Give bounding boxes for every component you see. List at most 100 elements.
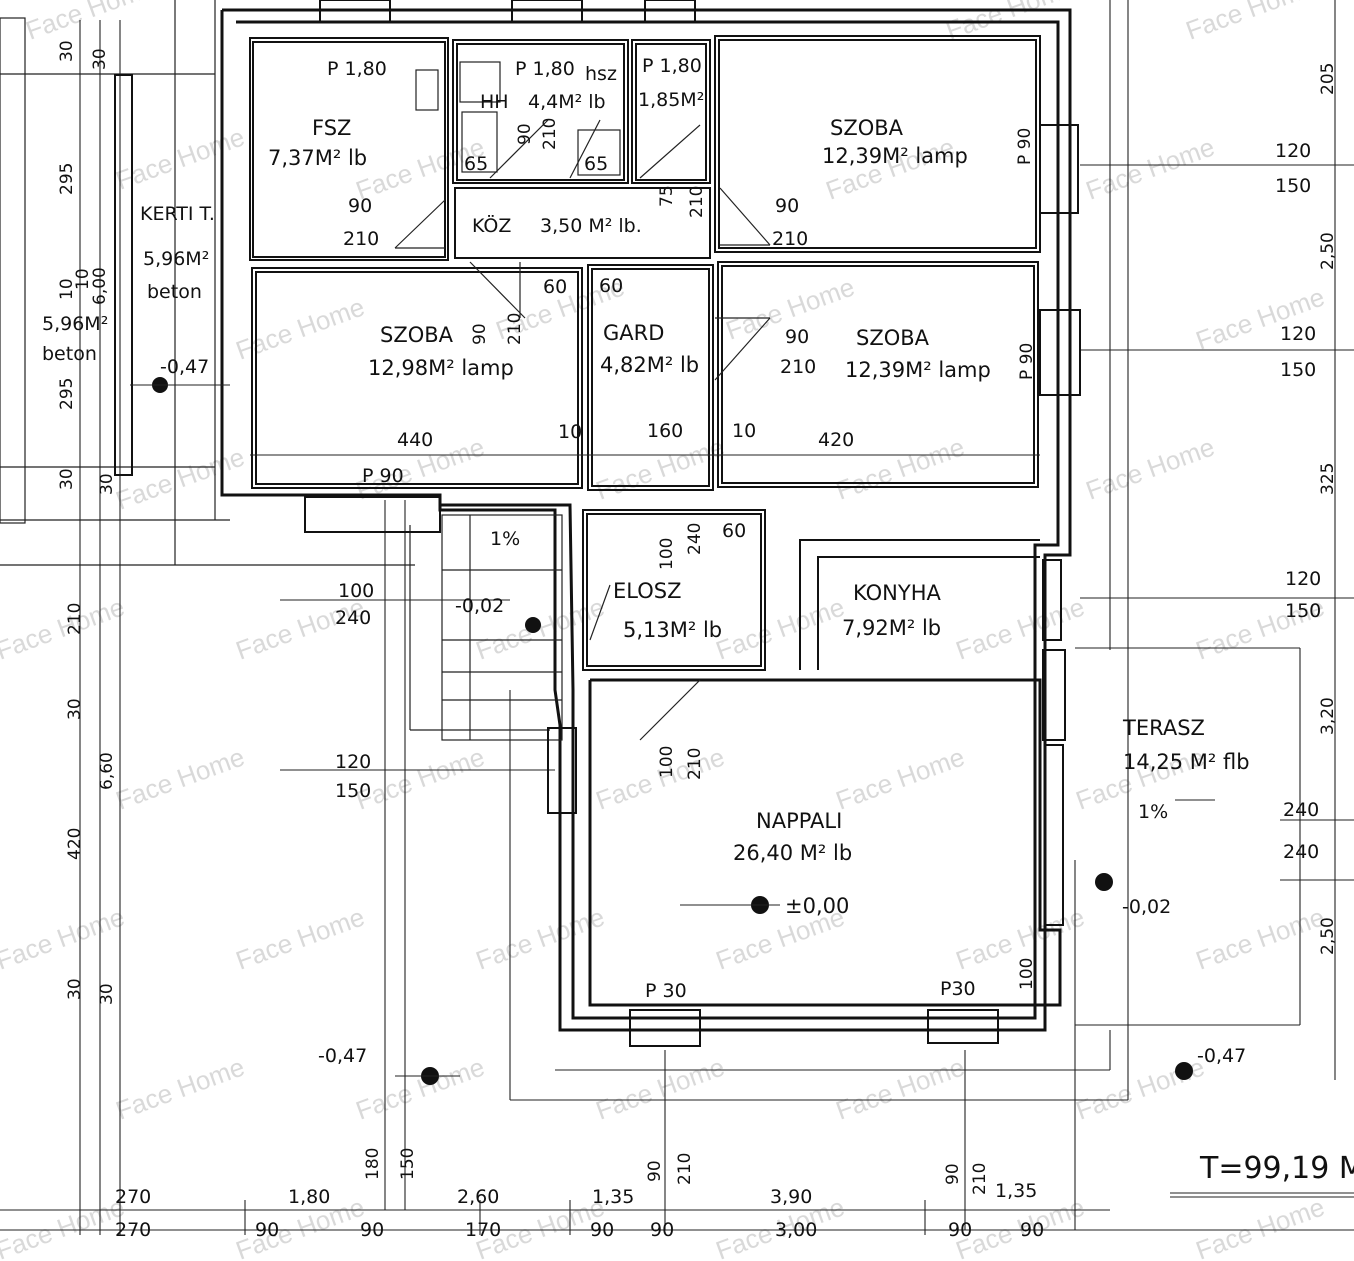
dim-label: 10 [73, 268, 93, 290]
dim-label: 120 [1275, 140, 1311, 162]
room-area: 14,25 M² flb [1123, 750, 1250, 774]
room-area: 5,96M² [143, 248, 209, 270]
dim-label: 6,60 [97, 752, 117, 790]
dim-label: 2,50 [1318, 232, 1338, 270]
dim-label: 100 [657, 538, 677, 570]
walls [0, 0, 1081, 1047]
room-area: 7,37M² lb [268, 146, 367, 170]
dim-label: 10 [57, 278, 77, 300]
dim-label: 325 [1318, 463, 1338, 495]
room-name: SZOBA [830, 116, 904, 140]
dim-label: 420 [65, 828, 85, 860]
dim-label: 3,00 [775, 1219, 817, 1241]
dim-label: 295 [57, 163, 77, 195]
room-area: 12,39M² lamp [845, 358, 991, 382]
dim-label: 240 [335, 607, 371, 629]
dim-label: 30 [65, 978, 85, 1000]
door-label: P 1,80 [515, 58, 575, 80]
room-name: KONYHA [853, 581, 941, 605]
level-marker-icon [1175, 1062, 1193, 1080]
room-name: ELOSZ [613, 579, 681, 603]
room-area: 5,96M² [42, 313, 108, 335]
level-label: -0,47 [318, 1045, 367, 1067]
dim-label: 90 [785, 326, 809, 348]
dim-label: 30 [90, 48, 110, 70]
dim-label: 420 [818, 429, 854, 451]
dim-label: 205 [1318, 63, 1338, 95]
level-label: -0,02 [455, 595, 504, 617]
dim-label: 1,35 [592, 1186, 634, 1208]
dim-label: 210 [780, 356, 816, 378]
room-name: NAPPALI [756, 809, 842, 833]
dim-label: 10 [732, 420, 756, 442]
door-label: P 30 [645, 980, 687, 1002]
dim-label: 240 [685, 523, 705, 555]
dim-label: 160 [647, 420, 683, 442]
dim-label: 60 [543, 276, 567, 298]
dim-label: 90 [255, 1219, 279, 1241]
dim-label: 2,50 [1318, 917, 1338, 955]
dim-label: 100 [657, 746, 677, 778]
level-label: -0,47 [160, 356, 209, 378]
dim-label: 90 [943, 1163, 963, 1185]
dim-label: 210 [685, 748, 705, 780]
door-label: P 90 [1015, 128, 1035, 165]
dim-label: 1,80 [288, 1186, 330, 1208]
dim-label: 30 [97, 983, 117, 1005]
room-area: 26,40 M² lb [733, 841, 852, 865]
room-name: SZOBA [856, 326, 930, 350]
dim-label: 90 [348, 195, 372, 217]
room-area: 3,50 M² lb. [540, 215, 642, 237]
dim-label: 210 [505, 313, 525, 345]
room-area: 5,13M² lb [623, 618, 722, 642]
room-labels: P 1,80 FSZ 7,37M² lb P 1,80 hsz HH 4,4M²… [42, 55, 1250, 865]
dim-label: 150 [1280, 359, 1316, 381]
dim-label: 240 [1283, 799, 1319, 821]
total-area: T=99,19 M [1199, 1151, 1354, 1186]
door-label: P 1,80 [642, 55, 702, 77]
dim-label: 90 [470, 323, 490, 345]
dim-label: 120 [1280, 323, 1316, 345]
room-name: KÖZ [472, 214, 511, 237]
dim-label: 100 [1017, 958, 1037, 990]
dim-label: 3,90 [770, 1186, 812, 1208]
door-label: P 90 [362, 465, 404, 487]
dim-label: 30 [57, 468, 77, 490]
dim-label: 295 [57, 378, 77, 410]
room-note: hsz [585, 63, 617, 85]
dim-label: 90 [650, 1219, 674, 1241]
dimension-labels: 120 150 120 150 120 150 90 210 90 210 90… [57, 40, 1338, 1241]
dim-label: 6,00 [90, 267, 110, 305]
room-area: 4,82M² lb [600, 353, 699, 377]
level-markers [130, 377, 1193, 1085]
dim-label: 150 [1275, 175, 1311, 197]
slope-label: 1% [1138, 801, 1168, 823]
dim-label: 30 [57, 40, 77, 62]
dim-label: 170 [465, 1219, 501, 1241]
dim-label: 90 [360, 1219, 384, 1241]
level-marker-icon [1095, 873, 1113, 891]
room-name: GARD [603, 321, 664, 345]
level-label: -0,02 [1122, 896, 1171, 918]
dim-label: 120 [335, 751, 371, 773]
dim-label: 90 [515, 123, 535, 145]
slope-label: 1% [490, 528, 520, 550]
dim-label: 150 [1285, 600, 1321, 622]
level-labels: ±0,00 -0,47 -0,47 -0,47 -0,02 -0,02 1% [160, 356, 1246, 1067]
dim-label: 270 [115, 1186, 151, 1208]
dim-label: 2,60 [457, 1186, 499, 1208]
dim-label: 270 [115, 1219, 151, 1241]
level-label: ±0,00 [785, 894, 849, 918]
dim-label: 65 [464, 153, 488, 175]
dim-label: 150 [335, 780, 371, 802]
dim-label: 210 [343, 228, 379, 250]
room-area: 7,92M² lb [842, 616, 941, 640]
room-floor: beton [42, 343, 97, 365]
dim-label: 10 [558, 421, 582, 443]
dim-label: 100 [338, 580, 374, 602]
door-label: P 90 [1017, 343, 1037, 380]
dim-label: 120 [1285, 568, 1321, 590]
room-name: FSZ [312, 116, 351, 140]
level-marker-icon [525, 617, 541, 633]
